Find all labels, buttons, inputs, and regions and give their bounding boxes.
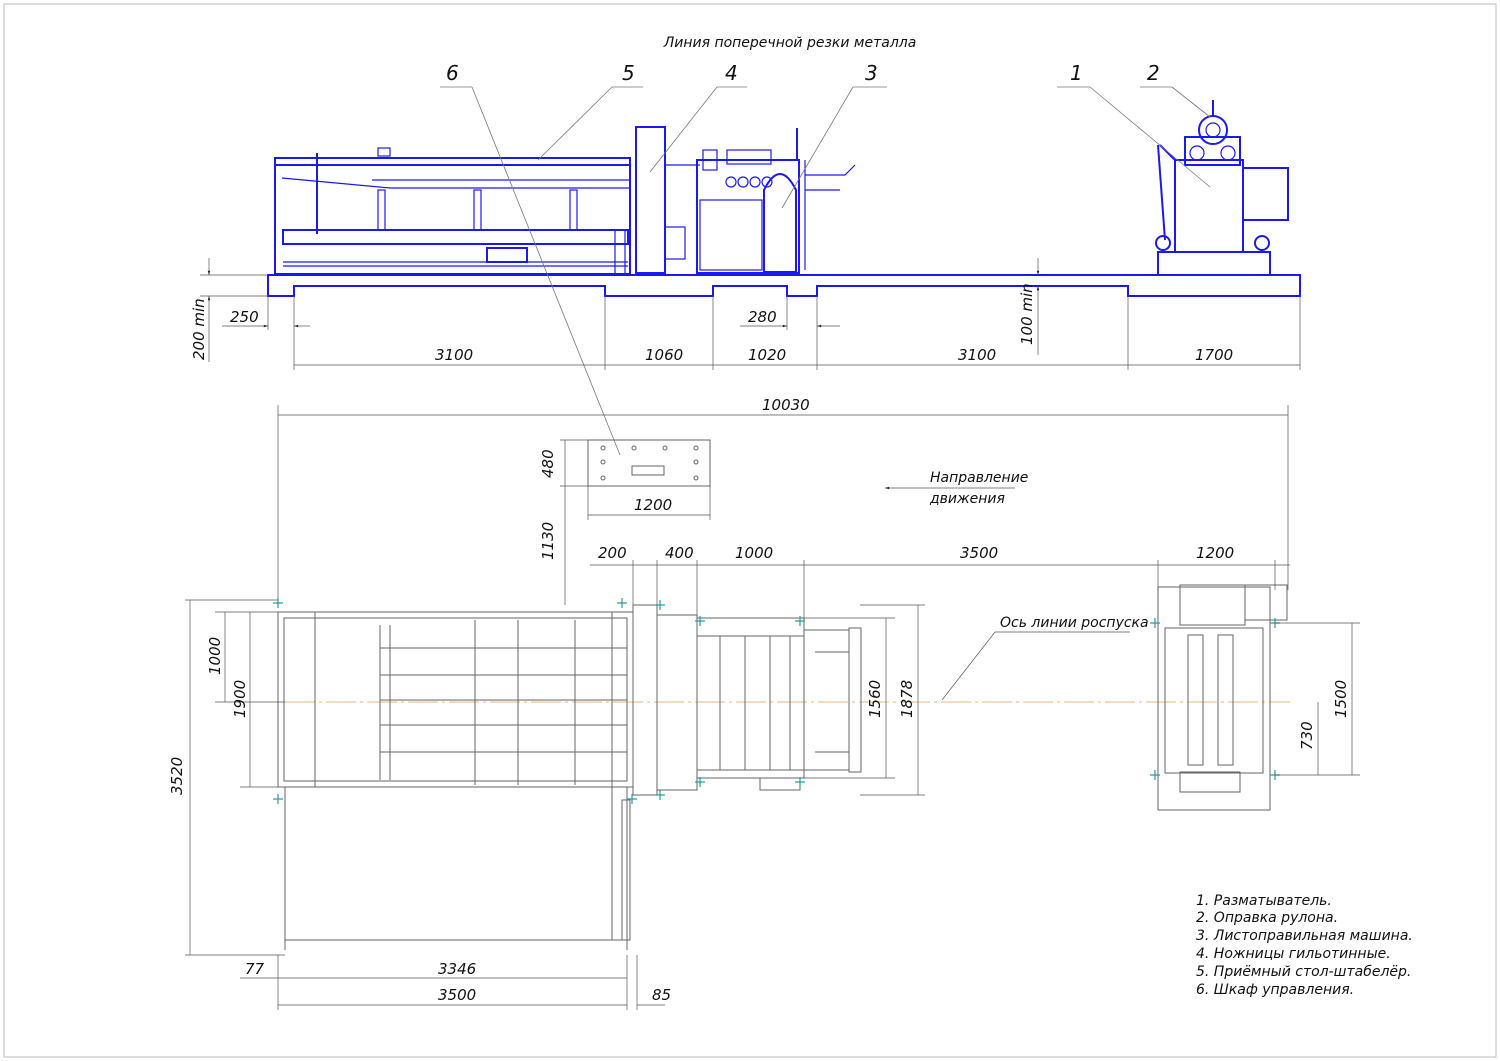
decoiler-plan <box>1157 584 1288 811</box>
base-frame <box>267 274 1301 297</box>
dim-1130: 1130 <box>539 522 557 560</box>
guillotine-shears-elevation <box>635 126 700 274</box>
stacker-table-elevation <box>274 147 631 276</box>
legend: 1. Разматыватель. 2. Оправка рулона. 3. … <box>1196 893 1413 998</box>
dim-1900: 1900 <box>231 680 249 718</box>
dim-1560: 1560 <box>866 680 884 718</box>
dim-3346: 3346 <box>438 960 476 978</box>
dim-1500: 1500 <box>1332 680 1350 718</box>
callout-4: 4 <box>725 61 738 85</box>
dim-3500: 3500 <box>960 544 998 562</box>
elevation-dimension-lines <box>200 258 1301 605</box>
dim-250: 250 <box>230 308 259 326</box>
direction-label-2: движения <box>929 491 1005 507</box>
dim-730: 730 <box>1298 721 1316 750</box>
legend-item: 3. Листоправильная машина. <box>1196 928 1413 944</box>
axis-label: Ось линии роспуска <box>1000 615 1149 631</box>
plan-view <box>185 560 1360 1010</box>
legend-item: 1. Разматыватель. <box>1196 893 1332 909</box>
dim-400: 400 <box>665 544 694 562</box>
dim-100-min: 100 min <box>1018 283 1036 345</box>
direction-label-1: Направление <box>930 470 1028 486</box>
straightening-machine-elevation <box>696 128 856 274</box>
callout-2: 2 <box>1147 61 1160 85</box>
legend-item: 5. Приёмный стол-штабелёр. <box>1196 964 1411 980</box>
legend-item: 4. Ножницы гильотинные. <box>1196 946 1391 962</box>
dim-3100-a: 3100 <box>435 346 473 364</box>
dim-1878: 1878 <box>898 680 916 718</box>
dim-1200-panel: 1200 <box>634 496 672 514</box>
callout-1: 1 <box>1070 61 1083 85</box>
legend-item: 2. Оправка рулона. <box>1196 910 1338 926</box>
callout-5: 5 <box>622 61 635 85</box>
dim-1000-vertical: 1000 <box>206 637 224 675</box>
anchor-markers <box>273 598 1280 804</box>
dim-1200: 1200 <box>1196 544 1234 562</box>
dim-1020: 1020 <box>748 346 786 364</box>
dim-3100-b: 3100 <box>958 346 996 364</box>
dim-200: 200 <box>598 544 627 562</box>
dim-3520: 3520 <box>168 757 186 795</box>
straightener-plan <box>696 617 862 791</box>
stacker-table-plan <box>277 611 634 950</box>
callout-leaders <box>440 86 1211 456</box>
dim-1700: 1700 <box>1195 346 1233 364</box>
callout-3: 3 <box>865 61 878 85</box>
guillotine-plan <box>632 604 698 796</box>
dim-1060: 1060 <box>645 346 683 364</box>
dim-200-min: 200 min <box>190 298 208 360</box>
dim-280: 280 <box>748 308 777 326</box>
dim-85: 85 <box>652 986 671 1004</box>
sheet-border <box>3 3 1497 1058</box>
plan-dimension-lines <box>185 560 1360 1010</box>
dim-480: 480 <box>539 449 557 478</box>
elevation-view: 1 2 3 4 5 6 2 <box>190 61 1301 605</box>
dim-77: 77 <box>245 960 265 978</box>
dim-1000: 1000 <box>735 544 773 562</box>
dim-3500-b: 3500 <box>438 986 476 1004</box>
decoiler-elevation <box>1155 100 1289 276</box>
control-cabinet-plan <box>560 439 711 605</box>
axis-leader <box>941 631 996 701</box>
callout-6: 6 <box>446 61 459 85</box>
dim-10030: 10030 <box>762 396 810 414</box>
legend-item: 6. Шкаф управления. <box>1196 982 1354 998</box>
drawing-title: Линия поперечной резки металла <box>663 35 917 51</box>
